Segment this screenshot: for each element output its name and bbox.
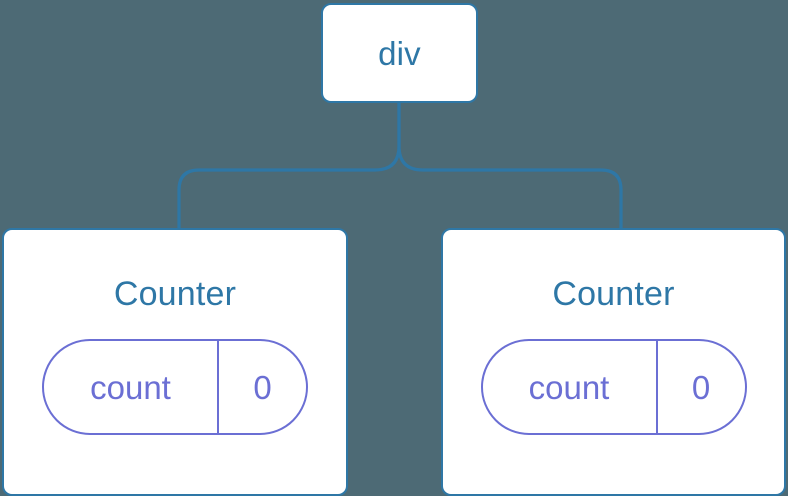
state-value-right: 0 [691,368,711,406]
node-counter-left-label: Counter [113,275,237,313]
state-value-left: 0 [253,368,272,406]
state-pill-right[interactable]: count 0 [480,339,747,435]
node-counter-right-label: Counter [552,275,675,313]
state-key-right: count [483,341,658,433]
node-div[interactable]: div [321,3,478,103]
state-pill-left[interactable]: count 0 [42,339,308,435]
node-div-label: div [378,34,421,72]
edge-root-to-left-counter [177,101,401,230]
node-counter-right[interactable]: Counter count 0 [441,228,786,496]
state-key-left: count [44,341,219,433]
edge-root-to-right-counter [397,101,623,230]
node-counter-left[interactable]: Counter count 0 [2,228,348,496]
